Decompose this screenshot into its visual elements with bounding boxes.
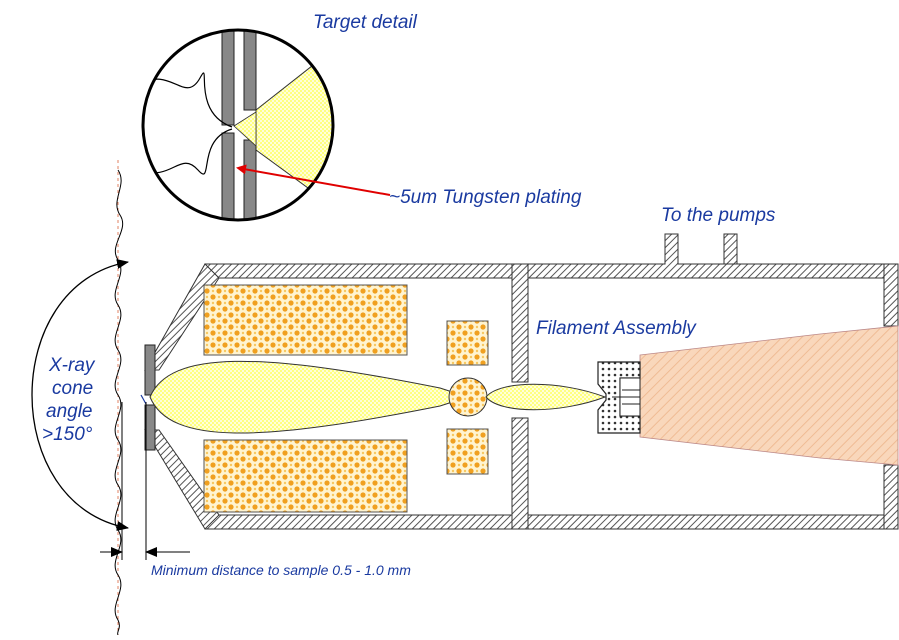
detail-sample-edge-upper xyxy=(143,72,233,128)
filament-body xyxy=(639,325,899,466)
beam-main-lobe xyxy=(149,360,470,434)
cone-label-line-3: angle xyxy=(46,401,93,422)
cone-angle-arc xyxy=(31,259,129,531)
tungsten-plating-label: ~5um Tungsten plating xyxy=(389,187,582,208)
aperture-coil-upper xyxy=(446,320,489,366)
pump-port-right-wall xyxy=(723,233,738,265)
detail-circle-border xyxy=(141,28,335,222)
tungsten-pointer-arrow xyxy=(236,164,391,196)
housing-right-lower xyxy=(883,464,899,530)
focus-coil-upper xyxy=(203,284,408,356)
partition-lower xyxy=(511,417,529,530)
detail-focal-spot xyxy=(233,111,257,147)
focus-coil-lower xyxy=(203,439,408,513)
window-plate-upper xyxy=(144,344,156,396)
beam-filament-lobe xyxy=(485,383,607,411)
window-plate-lower xyxy=(144,404,156,451)
detail-target-plate-lower xyxy=(221,132,235,220)
cone-label-line-2: cone xyxy=(52,378,94,399)
aperture-coil-lower xyxy=(446,428,489,475)
min-distance-label: Minimum distance to sample 0.5 - 1.0 mm xyxy=(151,562,411,578)
detail-sample-edge-lower xyxy=(143,128,233,175)
target-detail-label: Target detail xyxy=(313,12,417,33)
detail-aperture-lower xyxy=(243,139,257,220)
tube-housing xyxy=(144,233,899,530)
pumps-label: To the pumps xyxy=(661,205,776,226)
target-detail-view xyxy=(141,28,335,222)
filament-assembly-label: Filament Assembly xyxy=(536,318,696,339)
filament-assembly xyxy=(597,361,641,434)
housing-right-upper xyxy=(883,263,899,327)
detail-aperture-upper xyxy=(243,30,257,111)
housing-top-wall xyxy=(204,233,899,279)
housing-front-slope-upper xyxy=(144,263,220,371)
cone-label-line-1: X-ray xyxy=(49,355,95,376)
beam-crossover xyxy=(448,377,488,417)
focal-spot-mark xyxy=(140,394,147,405)
detail-target-plate-upper xyxy=(221,30,235,126)
cone-label-line-4: >150° xyxy=(42,424,93,445)
partition-upper xyxy=(511,263,529,383)
housing-bottom-wall xyxy=(204,514,899,530)
